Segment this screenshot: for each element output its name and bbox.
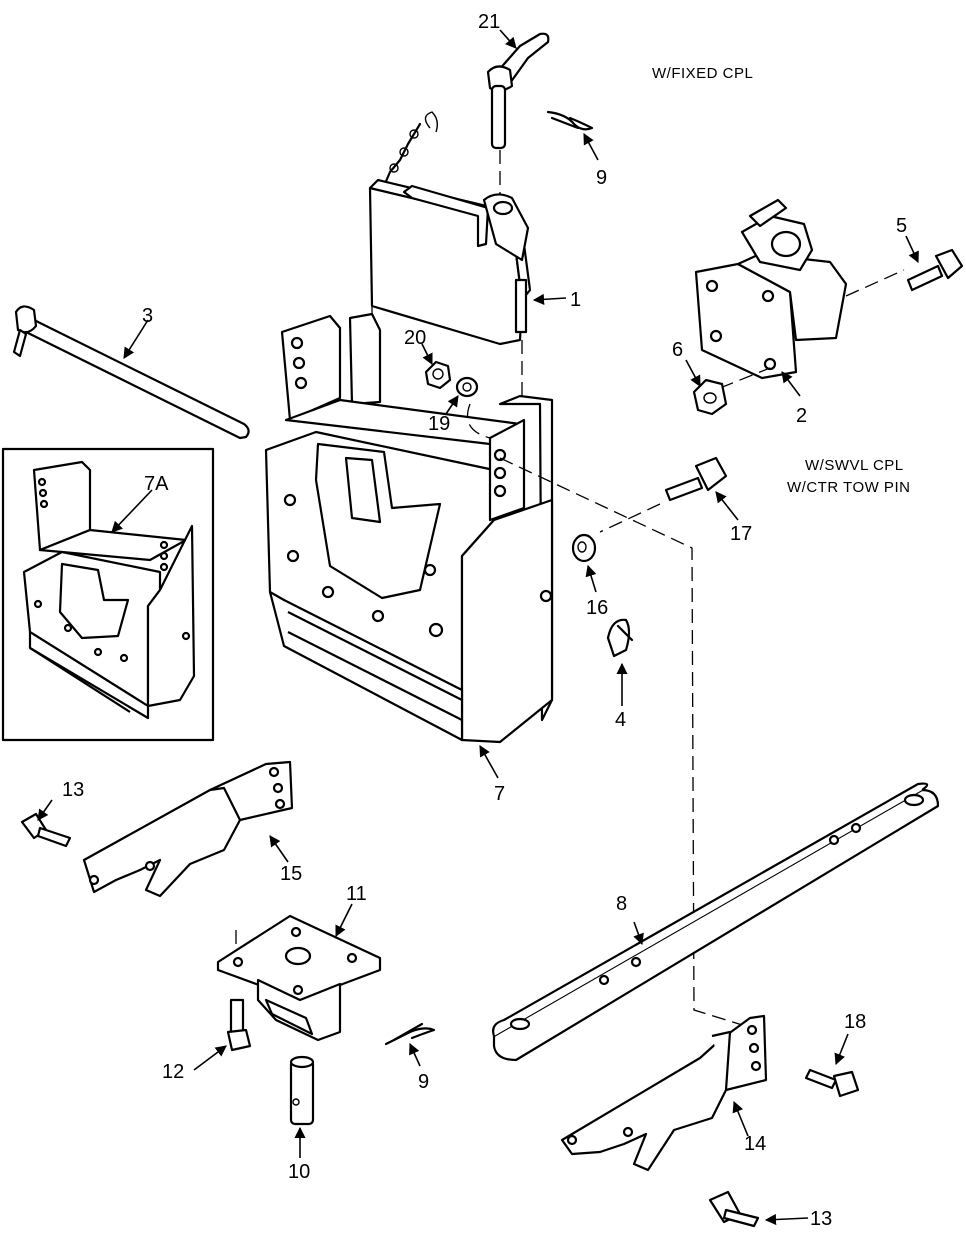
part-21-tow-pin [486,32,550,205]
part-9-clip-bottom [384,1022,436,1046]
part-4-linch-pin [606,618,634,658]
callout-17: 17 [730,523,752,545]
part-12-bolt [226,998,252,1052]
leader-lines [37,29,919,1226]
callout-6: 6 [672,339,683,361]
part-chain [382,111,439,188]
part-9-clip-top [546,110,594,131]
part-5-bolt [906,248,964,292]
callout-21: 21 [478,11,500,33]
part-1-coupler-plate [368,178,532,400]
callout-20: 20 [404,327,426,349]
part-15-drawbar-support [82,760,294,898]
callout-13-bottom: 13 [810,1208,832,1230]
callout-15: 15 [280,863,302,885]
callout-2: 2 [796,405,807,427]
callout-5: 5 [896,215,907,237]
part-10-pin [289,1055,315,1126]
callout-4: 4 [615,709,626,731]
part-18-bolt [804,1068,860,1098]
callout-18: 18 [844,1011,866,1033]
callout-12: 12 [162,1061,184,1083]
callout-9-bottom: 9 [418,1071,429,1093]
callout-8: 8 [616,893,627,915]
part-14-drawbar-support [560,1014,768,1172]
callout-14: 14 [744,1133,766,1155]
callout-19: 19 [428,413,450,435]
note-swivel-coupler: W/SWVL CPL [805,457,904,474]
part-13-bolt-bottom [708,1190,760,1228]
part-17-bolt [599,456,728,533]
callout-7a: 7A [144,473,169,495]
callout-13-left: 13 [62,779,84,801]
part-8-drawbar [492,782,940,1062]
callout-3: 3 [142,305,153,327]
callout-16: 16 [586,597,608,619]
callout-1: 1 [570,289,581,311]
part-7-hitch-bracket [264,312,554,744]
part-19-washer [455,376,491,439]
callout-7: 7 [494,783,505,805]
part-16-bushing [571,533,597,563]
callout-10: 10 [288,1161,310,1183]
part-13-bolt-left [20,812,72,848]
part-2-swivel-coupler [694,198,905,389]
part-20-nut [424,360,452,390]
part-11-clevis-plate [216,914,382,1042]
part-3-rod [12,305,250,440]
callout-9-top: 9 [596,167,607,189]
note-fixed-coupler: W/FIXED CPL [652,65,753,82]
note-center-tow-pin: W/CTR TOW PIN [787,479,910,496]
part-6-nut [692,378,728,416]
part-7a-inset [1,447,215,742]
callout-11: 11 [346,883,367,905]
